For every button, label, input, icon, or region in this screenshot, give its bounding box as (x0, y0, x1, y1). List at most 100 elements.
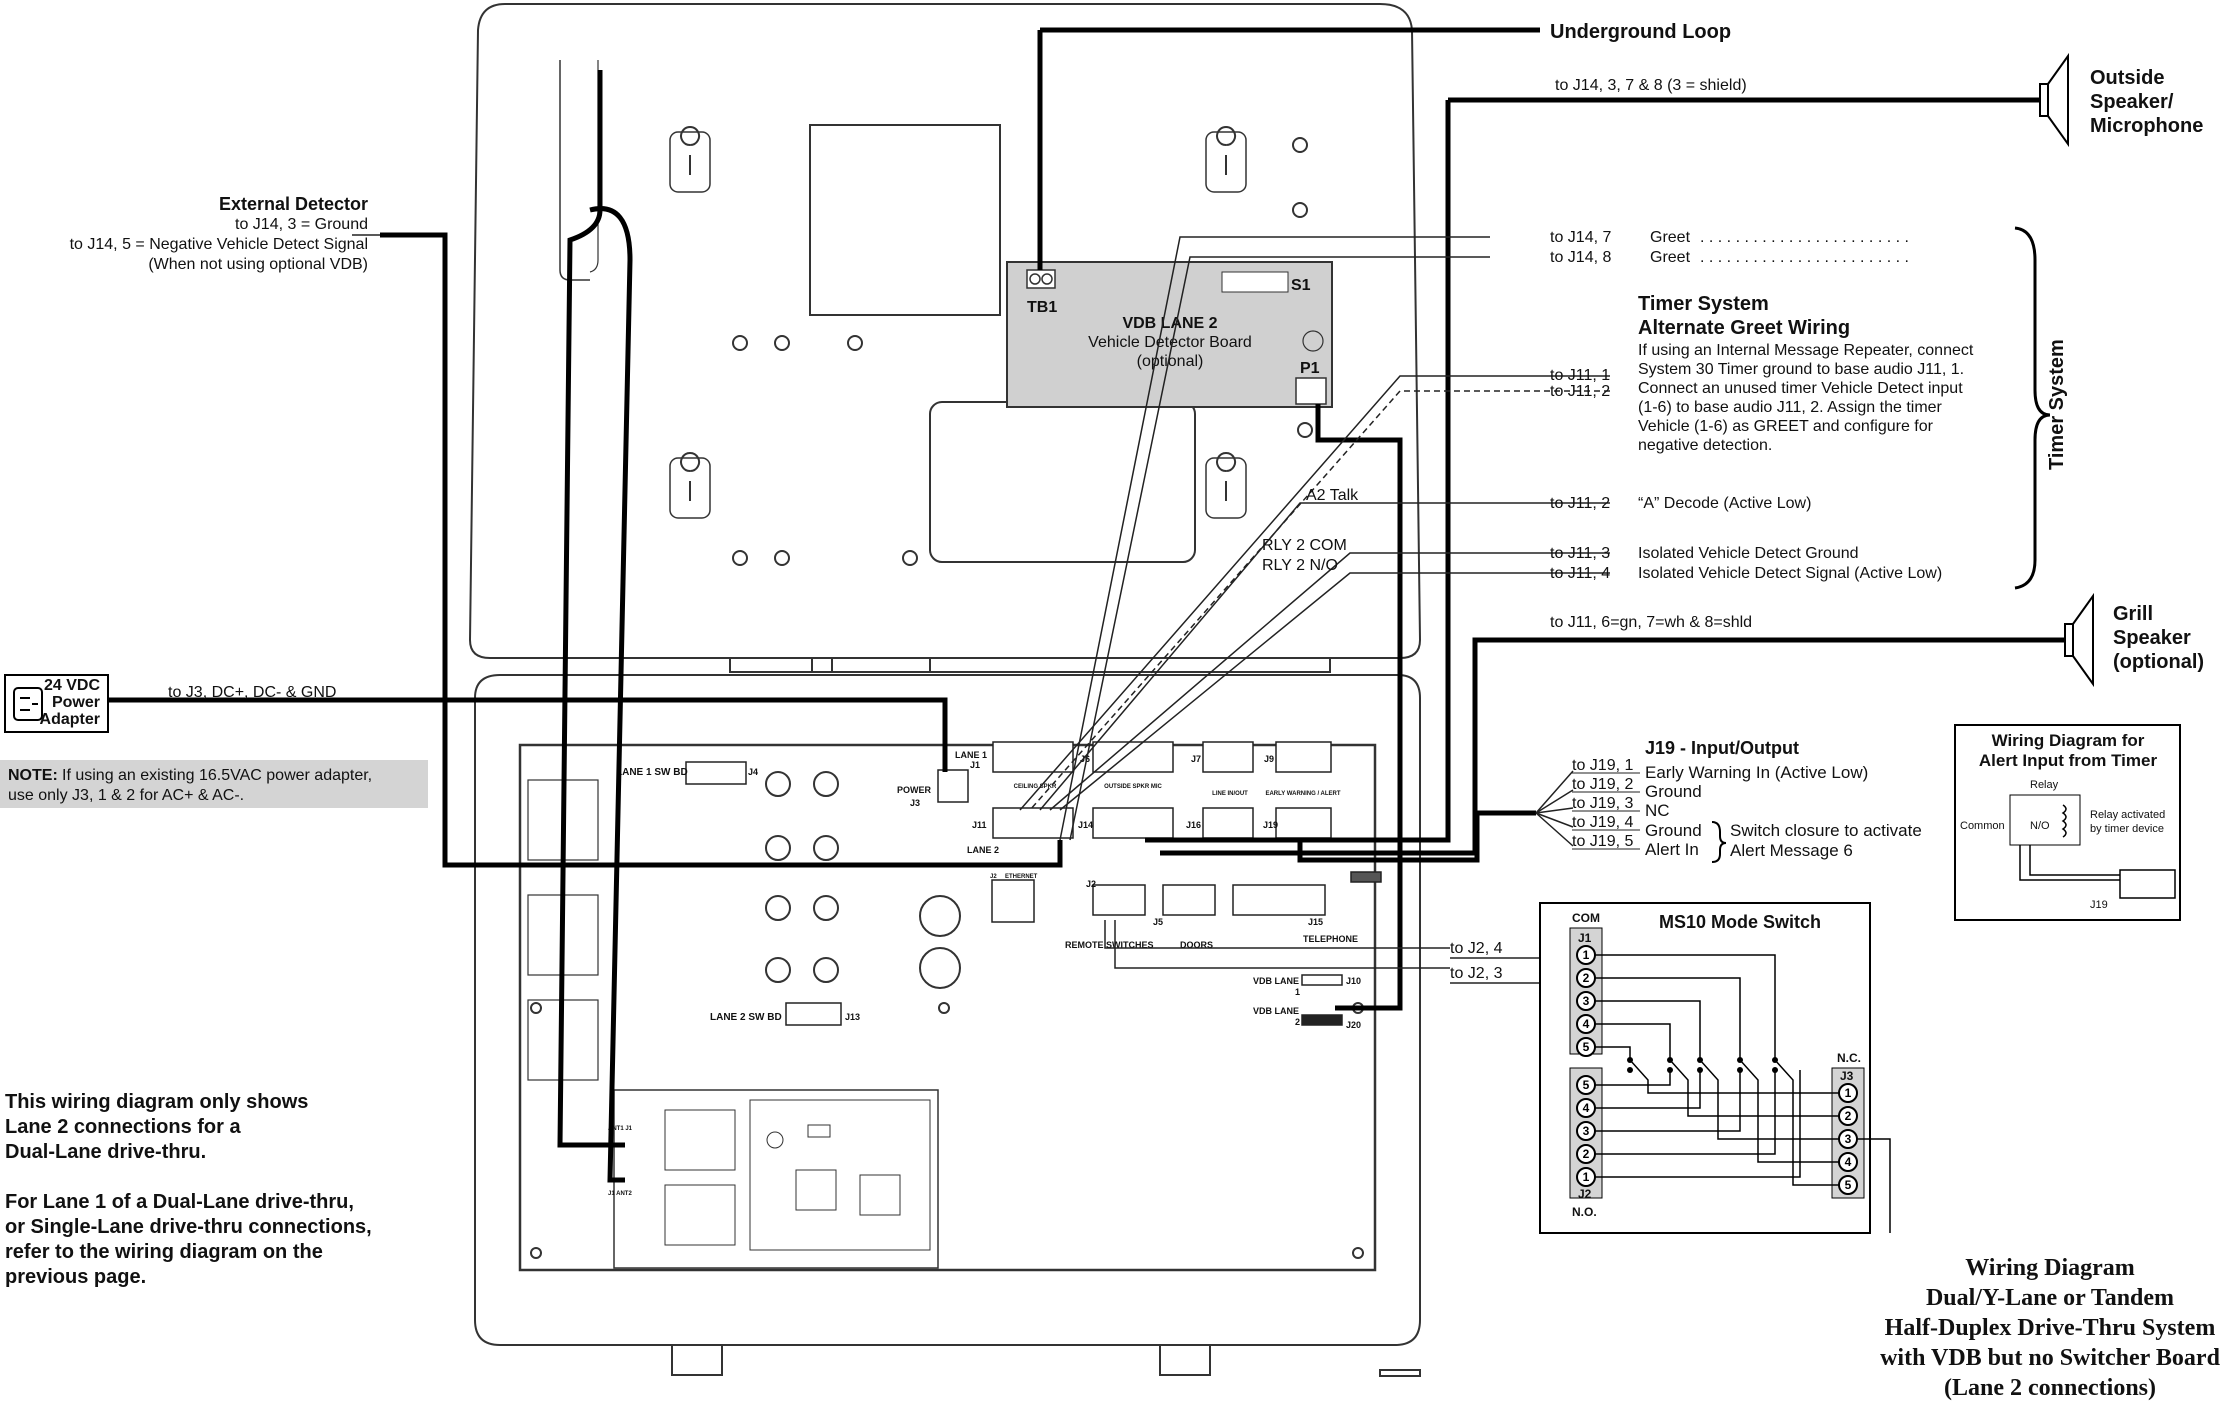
ms10-to-j2-4: to J2, 4 (1450, 940, 1503, 957)
outside-speaker-label-3: Microphone (2090, 115, 2203, 137)
alert-wiring-box: Wiring Diagram for Alert Input from Time… (1954, 724, 2181, 921)
j19-row5-desc: Alert In (1645, 840, 1699, 859)
outside-speaker-icon (2039, 52, 2069, 148)
alert-j19-label: J19 (2090, 899, 2108, 911)
timer-greet-title: Alternate Greet Wiring (1638, 317, 1850, 339)
ms10-l3: 3 (1583, 994, 1590, 1008)
j5-label: J5 (1153, 917, 1163, 927)
j19-row1-desc: Early Warning In (Active Low) (1645, 763, 1868, 782)
ms10-nc: N.C. (1837, 1051, 1861, 1065)
j19-row3-desc: NC (1645, 801, 1670, 820)
ms10-com: COM (1572, 911, 1600, 925)
vdb-optional: (optional) (1137, 353, 1204, 370)
vdb-title: VDB LANE 2 (1122, 315, 1217, 332)
vdb-s1-label: S1 (1291, 277, 1311, 294)
power-wire-label: to J3, DC+, DC- & GND (168, 684, 336, 701)
power-adapter-label-3: Adapter (40, 711, 100, 728)
lane1-label: LANE 1 (955, 750, 987, 760)
early-warning-label: EARLY WARNING / ALERT (1265, 791, 1340, 797)
lane2-note-6: refer to the wiring diagram on the (5, 1241, 323, 1263)
ms10-r2: 2 (1845, 1109, 1852, 1123)
j6-label: J6 (1080, 754, 1090, 764)
ms10-title: MS10 Mode Switch (1659, 912, 1821, 932)
timer-note-1: If using an Internal Message Repeater, c… (1638, 342, 1974, 359)
greet-j14-8-label: to J14, 8 (1550, 249, 1611, 266)
underground-loop-label: Underground Loop (1550, 21, 1731, 43)
board-labels: LANE 1 J1 LANE 1 SW BD J4 POWER J3 J6 CE… (608, 750, 1361, 1197)
j2-remote-label: J2 (1086, 879, 1096, 889)
note-bold: NOTE: (8, 767, 58, 784)
ms10-l4: 4 (1583, 1017, 1590, 1031)
ms10-b5: 5 (1583, 1078, 1590, 1092)
grill-label-2: Speaker (2113, 627, 2191, 649)
ms10-j2: J2 (1578, 1187, 1592, 1201)
alert-title-1: Wiring Diagram for (1992, 731, 2145, 750)
greet-j14-7-label: to J14, 7 (1550, 229, 1611, 246)
switches-label: SWITCHES (1106, 940, 1154, 950)
lane1-sw-label: LANE 1 SW BD (616, 767, 688, 778)
j19-row5-to: to J19, 5 (1572, 833, 1633, 850)
j9-label: J9 (1264, 754, 1274, 764)
timer-note-6: negative detection. (1638, 437, 1772, 454)
vdb-lane1-num: 1 (1295, 987, 1300, 997)
lane2-note-5: or Single-Lane drive-thru connections, (5, 1216, 372, 1238)
rly-to3: to J11, 3 (1550, 545, 1610, 562)
note-box (0, 760, 428, 808)
timer-note-5: Vehicle (1-6) as GREET and configure for (1638, 418, 1934, 435)
caption-line-1: Wiring Diagram (1965, 1255, 2135, 1281)
j19-row2-to: to J19, 2 (1572, 776, 1633, 793)
lane2-note-3: Dual-Lane drive-thru. (5, 1141, 206, 1163)
grill-wire-label: to J11, 6=gn, 7=wh & 8=shld (1550, 614, 1752, 631)
main-board-connectors (685, 741, 1382, 1026)
external-detector-line3: (When not using optional VDB) (148, 256, 368, 273)
ms10-r1: 1 (1845, 1086, 1852, 1100)
ms10-j1: J1 (1578, 931, 1592, 945)
vdb-p1-label: P1 (1300, 360, 1320, 377)
greet-label-2: Greet (1650, 249, 1691, 266)
telephone-label: TELEPHONE (1303, 934, 1358, 944)
rly-com-label: RLY 2 COM (1262, 537, 1347, 554)
external-detector-title: External Detector (219, 194, 368, 214)
a2-talk-label: A2 Talk (1306, 487, 1359, 504)
j4-label: J4 (748, 767, 758, 777)
a2-talk-desc: “A” Decode (Active Low) (1638, 495, 1811, 512)
j10-label: J10 (1346, 976, 1361, 986)
timer-note-2: System 30 Timer ground to base audio J11… (1638, 361, 1964, 378)
ms10-l1: 1 (1583, 948, 1590, 962)
j19-row4-desc: Ground (1645, 821, 1702, 840)
alert-act-1: Relay activated (2090, 809, 2165, 821)
vdb-lane1-label: VDB LANE (1253, 976, 1299, 986)
timer-j11-2: to J11, 2 (1550, 383, 1610, 400)
note-line2: use only J3, 1 & 2 for AC+ & AC-. (8, 787, 244, 804)
lane2-note-4: For Lane 1 of a Dual-Lane drive-thru, (5, 1191, 354, 1213)
timer-j11-1: to J11, 1 (1550, 367, 1610, 384)
a2-talk-to: to J11, 2 (1550, 495, 1610, 512)
outside-speaker-label-2: Speaker/ (2090, 91, 2174, 113)
j16-label: J16 (1186, 820, 1201, 830)
j19-brace (1711, 821, 1727, 863)
ms10-b3: 3 (1583, 1124, 1590, 1138)
caption-line-3: Half-Duplex Drive-Thru System (1885, 1315, 2216, 1341)
ethernet-label: ETHERNET (1005, 874, 1038, 880)
ms10-mode-switch: MS10 Mode Switch COM J1 J2 N.O. N.C. J3 … (1539, 902, 1891, 1234)
j19-row2-desc: Ground (1645, 782, 1702, 801)
external-detector-line1: to J14, 3 = Ground (235, 216, 368, 233)
ms10-j3: J3 (1840, 1069, 1854, 1083)
j19-title: J19 - Input/Output (1645, 738, 1799, 758)
ms10-r4: 4 (1845, 1155, 1852, 1169)
grill-speaker-icon (2064, 592, 2094, 688)
ms10-b2: 2 (1583, 1147, 1590, 1161)
alert-relay-label: Relay (2030, 779, 2059, 791)
caption-line-5: (Lane 2 connections) (1944, 1375, 2156, 1401)
wires-thin (352, 234, 1610, 1001)
ms10-b1: 1 (1583, 1170, 1590, 1184)
j19-row3-to: to J19, 3 (1572, 795, 1633, 812)
ceiling-spkr-label: CEILING SPKR (1014, 784, 1057, 790)
grill-label-1: Grill (2113, 603, 2153, 625)
diagram-caption: Wiring Diagram Dual/Y-Lane or Tandem Hal… (1880, 1255, 2220, 1401)
doors-label: DOORS (1180, 940, 1213, 950)
power-adapter: 24 VDC Power Adapter (4, 674, 109, 733)
j20-label: J20 (1346, 1020, 1361, 1030)
j1-label: J1 (970, 760, 980, 770)
j14-label: J14 (1078, 820, 1093, 830)
